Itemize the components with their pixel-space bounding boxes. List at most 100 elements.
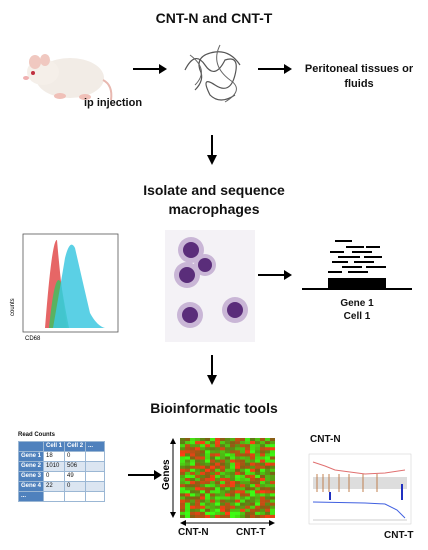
heatmap-cell: [195, 447, 201, 451]
heatmap-cell: [240, 453, 246, 457]
table-cell: Gene 2: [17, 461, 45, 472]
heatmap-cell: [250, 447, 256, 451]
heatmap-cell: [195, 478, 201, 482]
heatmap-cell: [250, 459, 256, 463]
heatmap-cell: [185, 471, 191, 476]
heatmap-cell: [235, 493, 241, 497]
heatmap-cell: [265, 462, 271, 466]
heatmap-cell: [200, 502, 206, 506]
flow-axis-x-label: CD68: [25, 336, 41, 342]
heatmap-cell: [215, 444, 221, 448]
heatmap-cell: [250, 490, 256, 494]
heatmap-cell: [250, 478, 256, 482]
heatmap-cell: [215, 468, 221, 473]
heatmap-cell: [245, 478, 251, 482]
heatmap-cell: [240, 502, 246, 506]
heatmap-cell: [200, 493, 206, 497]
heatmap-cell: [240, 450, 246, 454]
heatmap-cell: [190, 493, 196, 497]
heatmap-cell: [230, 490, 236, 494]
table-header-cell: [17, 441, 45, 452]
heatmap: [180, 438, 275, 518]
heatmap-cell: [195, 508, 201, 513]
heatmap-cell: [220, 453, 226, 457]
heatmap-cell: [245, 471, 251, 476]
heatmap-cell: [200, 462, 206, 466]
heatmap-cell: [240, 499, 246, 503]
heatmap-cell: [215, 508, 221, 513]
heatmap-cell: [235, 499, 241, 503]
heatmap-cell: [205, 493, 211, 497]
heatmap-cell: [190, 447, 196, 451]
heatmap-cell: [270, 474, 275, 479]
heatmap-cell: [220, 465, 226, 470]
heatmap-cell: [210, 447, 216, 451]
heatmap-cell: [240, 490, 246, 494]
heatmap-cell: [185, 493, 191, 497]
arrow-right-icon: [133, 64, 167, 74]
heatmap-cell: [265, 481, 271, 485]
heatmap-cell: [250, 496, 256, 500]
arrow-down-icon: [207, 135, 217, 165]
heatmap-cell: [255, 478, 261, 482]
heatmap-cell: [180, 499, 186, 503]
heatmap-cell: [235, 487, 241, 491]
heatmap-cell: [255, 502, 261, 506]
read-cell-label: Cell 1: [343, 311, 371, 322]
heatmap-cell: [200, 453, 206, 457]
heatmap-cell: [200, 499, 206, 503]
heatmap-cell: [185, 459, 191, 463]
heatmap-cell: [240, 496, 246, 500]
heatmap-cell: [195, 499, 201, 503]
heatmap-cell: [225, 444, 231, 448]
heatmap-cell: [180, 438, 186, 442]
heatmap-cell: [205, 478, 211, 482]
heatmap-cell: [190, 514, 196, 518]
heatmap-cell: [180, 474, 186, 479]
flow-axis-y-label: counts: [10, 298, 16, 316]
table-row: Gene 4 22 0: [17, 481, 106, 492]
heatmap-cell: [185, 453, 191, 457]
heatmap-cell: [260, 441, 266, 445]
heatmap-cell: [180, 450, 186, 454]
heatmap-cell: [270, 490, 275, 494]
heatmap-cell: [255, 447, 261, 451]
heatmap-cell: [270, 511, 275, 516]
table-header-cell: Cell 2: [64, 441, 87, 452]
heatmap-cell: [185, 499, 191, 503]
heatmap-cell: [205, 474, 211, 479]
heatmap-cell: [230, 502, 236, 506]
heatmap-cell: [195, 471, 201, 476]
heatmap-cell: [260, 474, 266, 479]
heatmap-cell: [235, 465, 241, 470]
heatmap-cell: [270, 438, 275, 442]
heatmap-cell: [225, 499, 231, 503]
heatmap-cell: [205, 481, 211, 485]
heatmap-cell: [245, 490, 251, 494]
heatmap-cell: [250, 502, 256, 506]
heatmap-cell: [185, 441, 191, 445]
heatmap-cell: [260, 514, 266, 518]
heatmap-cell: [235, 490, 241, 494]
heatmap-cell: [255, 471, 261, 476]
heatmap-cell: [205, 456, 211, 460]
heatmap-cell: [215, 474, 221, 479]
heatmap-cell: [180, 490, 186, 494]
heatmap-cell: [245, 453, 251, 457]
heatmap-cell: [220, 502, 226, 506]
title-isolate: Isolate and sequence macrophages: [143, 182, 285, 217]
heatmap-cell: [260, 478, 266, 482]
heatmap-cell: [200, 456, 206, 460]
heatmap-cell: [185, 484, 191, 488]
heatmap-cell: [265, 444, 271, 448]
heatmap-cell: [260, 447, 266, 451]
heatmap-cell: [230, 453, 236, 457]
heatmap-cell: [245, 456, 251, 460]
peritoneal-label: Peritoneal tissues or fluids: [304, 63, 414, 90]
heatmap-cell: [185, 450, 191, 454]
heatmap-cell: [250, 484, 256, 488]
heatmap-cell: [260, 453, 266, 457]
heatmap-cell: [270, 502, 275, 506]
heatmap-cell: [215, 438, 221, 442]
heatmap-cell: [190, 453, 196, 457]
